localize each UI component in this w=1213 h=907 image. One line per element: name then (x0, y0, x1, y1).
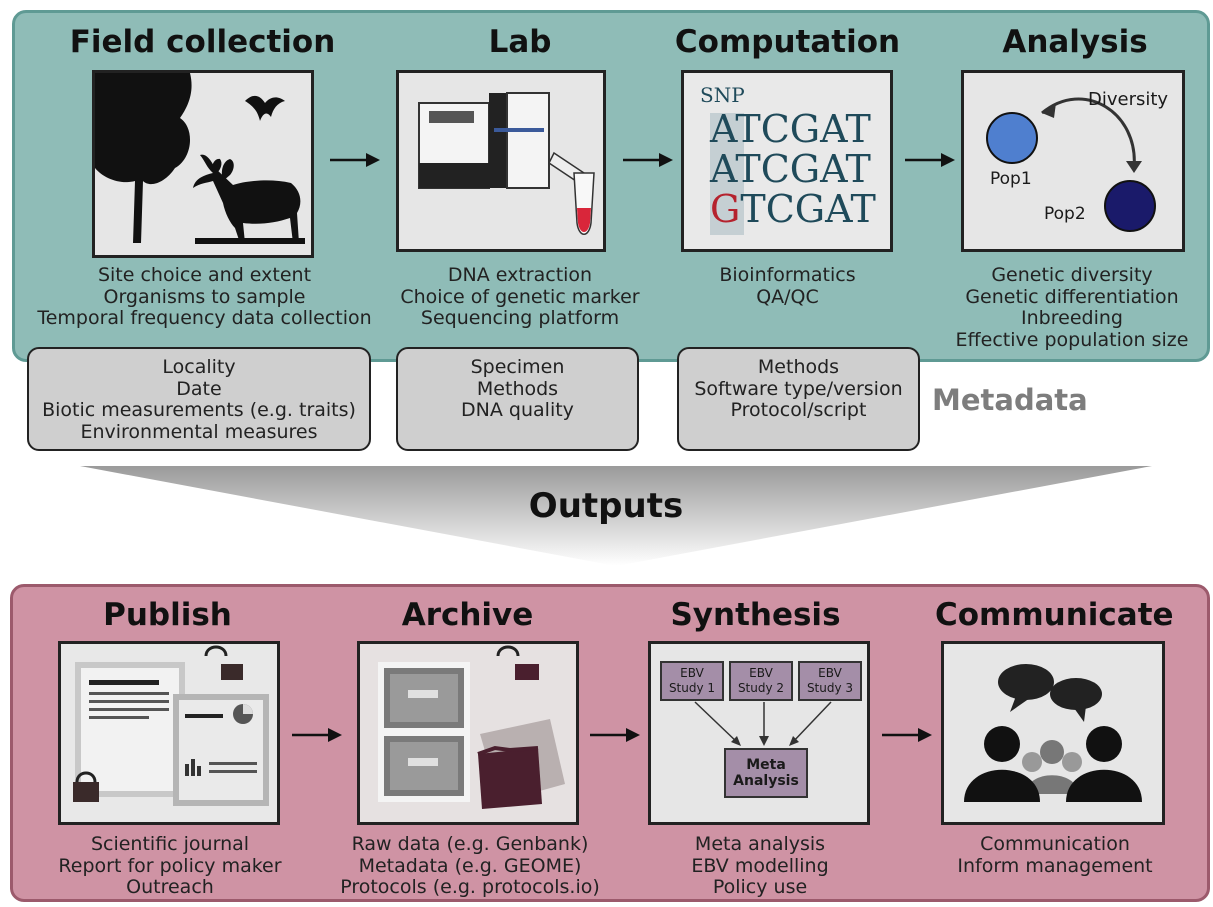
heading-communicate: Communicate (935, 597, 1174, 633)
document-icon (75, 662, 185, 797)
arrow-right-icon (330, 153, 380, 167)
synthesis-captions: Meta analysis EBV modelling Policy use (691, 833, 829, 898)
report-icon (173, 694, 269, 806)
computation-image: SNP ATCGAT ATCGAT GTCGAT (681, 70, 893, 252)
publish-captions: Scientific journal Report for policy mak… (58, 833, 282, 898)
metadata-box-computation: Methods Software type/version Protocol/s… (677, 347, 920, 451)
open-lock-icon (204, 645, 243, 680)
filing-cabinet-icon (378, 662, 470, 802)
snp-label: SNP (700, 83, 745, 107)
bird-icon (245, 95, 285, 121)
snp-row-1: ATCGAT (710, 107, 871, 151)
test-tube-icon (548, 151, 595, 235)
snp-column-highlight (710, 113, 744, 235)
arrow-right-icon (905, 153, 955, 167)
computation-captions: Bioinformatics QA/QC (719, 264, 856, 308)
communicate-image (941, 641, 1165, 825)
tree-icon (95, 73, 192, 243)
speech-bubble-icon (998, 664, 1102, 722)
outputs-title: Outputs (528, 486, 684, 526)
archive-image (357, 641, 579, 825)
archive-captions: Raw data (e.g. Genbank) Metadata (e.g. G… (340, 833, 600, 898)
diversity-arrow (1041, 97, 1136, 169)
outputs-funnel (80, 466, 1152, 566)
snp-row-3: GTCGAT (710, 187, 876, 231)
field-collection-captions: Site choice and extent Organisms to samp… (37, 264, 372, 329)
snp-row-2: ATCGAT (710, 147, 871, 191)
lab-image (396, 70, 606, 252)
arrow-right-icon (590, 728, 640, 742)
heading-archive: Archive (401, 597, 534, 633)
heading-lab: Lab (488, 24, 552, 60)
heading-publish: Publish (103, 597, 232, 633)
open-lock-icon (496, 645, 539, 680)
analysis-captions: Genetic diversity Genetic differentiatio… (955, 264, 1189, 351)
metadata-box-lab: Specimen Methods DNA quality (396, 347, 639, 451)
heading-analysis: Analysis (1002, 24, 1148, 60)
diversity-label: Diversity (1088, 89, 1169, 110)
metadata-box-field: Locality Date Biotic measurements (e.g. … (27, 347, 371, 451)
arrow-right-icon (623, 153, 673, 167)
field-collection-image (92, 70, 314, 258)
communicate-captions: Communication Inform management (957, 833, 1153, 877)
publish-image (58, 641, 280, 825)
lab-captions: DNA extraction Choice of genetic marker … (400, 264, 640, 329)
heading-field-collection: Field collection (69, 24, 336, 60)
metadata-label: Metadata (932, 383, 1088, 417)
arrow-right-icon (882, 728, 932, 742)
pop2-circle (1104, 180, 1156, 232)
closed-lock-icon (73, 771, 99, 802)
folder-icon (477, 719, 565, 809)
moose-icon (193, 154, 305, 244)
analysis-image: Diversity Pop1 Pop2 (961, 70, 1185, 252)
pop1-circle (986, 112, 1038, 164)
snp-sequences: ATCGAT ATCGAT GTCGAT (710, 109, 876, 229)
heading-synthesis: Synthesis (670, 597, 841, 633)
heading-computation: Computation (674, 24, 901, 60)
arrow-right-icon (292, 728, 342, 742)
sequencer-icon (418, 92, 550, 189)
pop2-label: Pop2 (1044, 204, 1086, 224)
people-icon (964, 726, 1142, 802)
pop1-label: Pop1 (990, 169, 1032, 189)
